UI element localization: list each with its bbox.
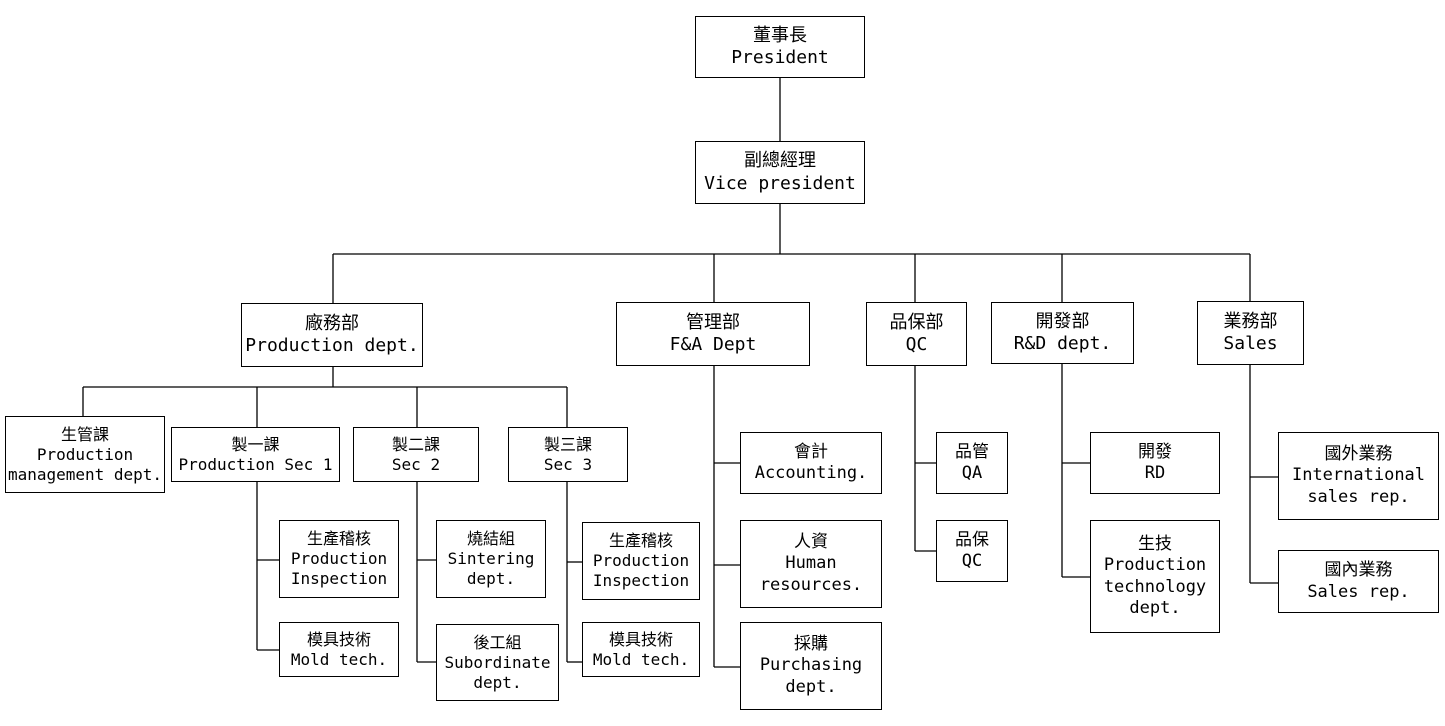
production-mgmt-zh: 生管課 bbox=[60, 424, 109, 444]
president-box: 董事長 President bbox=[695, 16, 865, 78]
sec3-zh: 製三課 bbox=[543, 434, 592, 454]
hr-en2: resources. bbox=[759, 574, 863, 595]
accounting-zh: 會計 bbox=[794, 441, 828, 462]
accounting-en: Accounting. bbox=[754, 463, 868, 483]
international-sales-en2: sales rep. bbox=[1307, 486, 1410, 507]
hr-box: 人資 Human resources. bbox=[740, 520, 882, 608]
sec1-inspection-zh: 生產稽核 bbox=[306, 529, 371, 548]
sec2-subordinate-zh: 後工組 bbox=[473, 632, 522, 652]
vice-president-zh: 副總經理 bbox=[744, 150, 816, 171]
sales-dept-zh: 業務部 bbox=[1223, 310, 1278, 332]
qa-zh: 品管 bbox=[955, 441, 989, 462]
production-technology-en2: technology bbox=[1103, 576, 1207, 597]
sec1-zh: 製一課 bbox=[231, 434, 280, 454]
purchasing-en1: Purchasing bbox=[759, 655, 863, 676]
sec2-subordinate-box: 後工組 Subordinate dept. bbox=[436, 624, 559, 701]
domestic-sales-zh: 國內業務 bbox=[1324, 560, 1393, 581]
hr-zh: 人資 bbox=[794, 532, 828, 553]
production-mgmt-en1: Production bbox=[36, 444, 134, 464]
vice-president-en: Vice president bbox=[704, 172, 856, 194]
qa-en: QA bbox=[961, 463, 983, 483]
production-technology-zh: 生技 bbox=[1138, 534, 1172, 554]
sec3-en: Sec 3 bbox=[543, 454, 593, 474]
qc-dept-en: QC bbox=[905, 334, 928, 355]
qc-dept-box: 品保部 QC bbox=[866, 302, 967, 366]
production-technology-box: 生技 Production technology dept. bbox=[1090, 520, 1220, 633]
vice-president-box: 副總經理 Vice president bbox=[695, 141, 865, 204]
sec3-inspection-box: 生產稽核 Production Inspection bbox=[582, 522, 700, 600]
sales-dept-box: 業務部 Sales bbox=[1197, 301, 1304, 365]
sec3-inspection-en1: Production bbox=[592, 551, 690, 570]
sec1-box: 製一課 Production Sec 1 bbox=[171, 427, 340, 482]
sec2-en: Sec 2 bbox=[391, 454, 441, 474]
president-zh: 董事長 bbox=[753, 24, 807, 46]
international-sales-en1: International bbox=[1291, 465, 1426, 486]
sec3-mold-zh: 模具技術 bbox=[608, 629, 673, 649]
domestic-sales-en: Sales rep. bbox=[1307, 581, 1410, 602]
production-mgmt-en2: management dept. bbox=[7, 464, 163, 484]
sec1-mold-box: 模具技術 Mold tech. bbox=[279, 622, 399, 677]
rd-dept-box: 開發部 R&D dept. bbox=[991, 302, 1134, 364]
rd-dept-en: R&D dept. bbox=[1013, 333, 1112, 354]
sec2-zh: 製二課 bbox=[391, 434, 440, 454]
production-mgmt-box: 生管課 Production management dept. bbox=[5, 416, 165, 493]
qc-dept-zh: 品保部 bbox=[889, 311, 944, 333]
sec2-sintering-en2: dept. bbox=[466, 569, 516, 588]
purchasing-box: 採購 Purchasing dept. bbox=[740, 622, 882, 710]
production-dept-zh: 廠務部 bbox=[305, 312, 359, 334]
production-dept-en: Production dept. bbox=[245, 335, 419, 356]
fa-dept-en: F&A Dept bbox=[669, 334, 757, 355]
rd-box: 開發 RD bbox=[1090, 432, 1220, 494]
sec2-subordinate-en1: Subordinate bbox=[444, 652, 551, 672]
qc-sub-zh: 品保 bbox=[955, 529, 989, 550]
sec1-mold-zh: 模具技術 bbox=[306, 629, 371, 649]
sales-dept-en: Sales bbox=[1223, 333, 1278, 354]
qc-sub-box: 品保 QC bbox=[936, 520, 1008, 582]
fa-dept-box: 管理部 F&A Dept bbox=[616, 302, 810, 366]
domestic-sales-box: 國內業務 Sales rep. bbox=[1278, 550, 1439, 613]
purchasing-zh: 採購 bbox=[794, 634, 828, 655]
sec1-mold-en: Mold tech. bbox=[290, 649, 388, 669]
qa-box: 品管 QA bbox=[936, 432, 1008, 494]
sec3-mold-box: 模具技術 Mold tech. bbox=[582, 622, 700, 677]
production-technology-en3: dept. bbox=[1129, 597, 1181, 618]
sec3-mold-en: Mold tech. bbox=[592, 649, 690, 669]
purchasing-en2: dept. bbox=[785, 676, 837, 697]
sec2-sintering-en1: Sintering bbox=[447, 549, 535, 568]
sec2-subordinate-en2: dept. bbox=[473, 672, 522, 692]
sec2-sintering-box: 燒結組 Sintering dept. bbox=[436, 520, 546, 598]
fa-dept-zh: 管理部 bbox=[686, 311, 740, 333]
production-technology-en1: Production bbox=[1103, 555, 1207, 576]
president-en: President bbox=[731, 47, 829, 68]
sec2-sintering-zh: 燒結組 bbox=[466, 529, 515, 548]
rd-zh: 開發 bbox=[1138, 441, 1172, 462]
sec1-inspection-en2: Inspection bbox=[290, 569, 388, 588]
sec1-en: Production Sec 1 bbox=[178, 454, 333, 474]
rd-dept-zh: 開發部 bbox=[1035, 310, 1090, 332]
sec1-inspection-en1: Production bbox=[290, 549, 388, 568]
hr-en1: Human bbox=[785, 553, 837, 574]
sec3-inspection-en2: Inspection bbox=[592, 571, 690, 590]
production-dept-box: 廠務部 Production dept. bbox=[241, 303, 423, 367]
international-sales-zh: 國外業務 bbox=[1324, 444, 1393, 465]
sec3-inspection-zh: 生產稽核 bbox=[608, 531, 673, 550]
sec1-inspection-box: 生產稽核 Production Inspection bbox=[279, 520, 399, 598]
sec3-box: 製三課 Sec 3 bbox=[508, 427, 628, 482]
qc-sub-en: QC bbox=[961, 551, 983, 571]
sec2-box: 製二課 Sec 2 bbox=[353, 427, 479, 482]
accounting-box: 會計 Accounting. bbox=[740, 432, 882, 494]
rd-en: RD bbox=[1144, 463, 1166, 483]
international-sales-box: 國外業務 International sales rep. bbox=[1278, 432, 1439, 520]
